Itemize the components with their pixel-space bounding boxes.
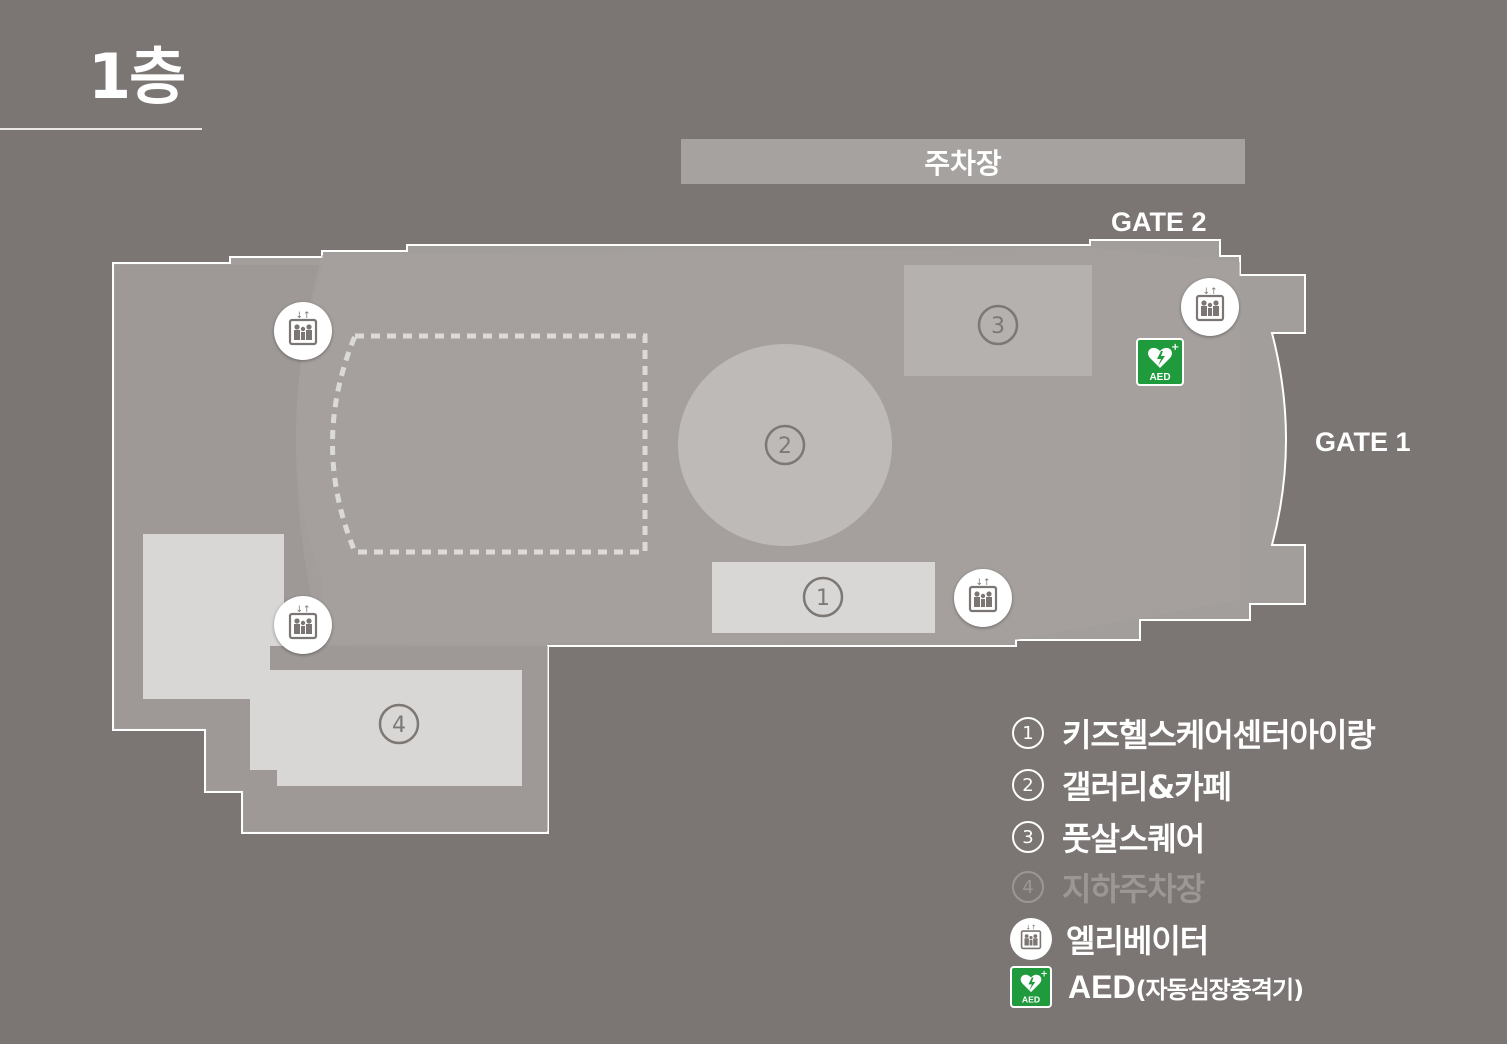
aed-icon: + AED <box>1010 966 1052 1008</box>
legend-number: 2 <box>1012 769 1044 801</box>
elevator-icon[interactable]: ↓↑ <box>954 569 1012 627</box>
zone-1-number: 1 <box>816 586 830 611</box>
aed-icon-text: AED <box>1149 372 1170 383</box>
svg-text:↓↑: ↓↑ <box>1026 924 1037 932</box>
legend-item[interactable]: 4 지하주차장 <box>1012 864 1205 910</box>
parking-label: 주차장 <box>924 146 1002 180</box>
zone-1-kids-health[interactable]: 1 <box>712 562 935 633</box>
aed-icon[interactable]: + AED <box>1136 338 1184 386</box>
gate-2-label: GATE 2 <box>1111 207 1207 237</box>
aed-icon-text: AED <box>1022 995 1040 1005</box>
svg-text:↓↑: ↓↑ <box>295 311 310 321</box>
legend-elevator-label: 엘리베이터 <box>1066 922 1209 960</box>
legend-label: 갤러리&카페 <box>1062 768 1232 806</box>
legend-number: 1 <box>1012 717 1044 749</box>
legend-item[interactable]: 1 키즈헬스케어센터아이랑 <box>1012 710 1376 756</box>
svg-text:↓↑: ↓↑ <box>975 578 990 588</box>
legend-aed-item: + AED AED (자동심장충격기) <box>1010 966 1304 1008</box>
svg-text:↓↑: ↓↑ <box>295 605 310 615</box>
elevator-icon[interactable]: ↓↑ <box>274 596 332 654</box>
legend-elevator-item: ↓↑ 엘리베이터 <box>1010 916 1209 962</box>
title-divider <box>0 128 202 130</box>
legend-label: 풋살스퀘어 <box>1062 820 1205 858</box>
parking-area[interactable]: 주차장 <box>681 139 1245 184</box>
zone-2-number: 2 <box>778 434 792 459</box>
zone-3-futsal-square[interactable]: 3 <box>904 265 1092 376</box>
legend-number: 3 <box>1012 821 1044 853</box>
legend-number: 4 <box>1012 871 1044 903</box>
zone-2-gallery-cafe[interactable]: 2 <box>678 344 892 546</box>
zone-3-number: 3 <box>991 314 1005 339</box>
zone-4-number: 4 <box>392 713 406 738</box>
legend-item[interactable]: 3 풋살스퀘어 <box>1012 814 1205 860</box>
legend-item[interactable]: 2 갤러리&카페 <box>1012 762 1232 808</box>
legend-aed-label: AED <box>1068 968 1136 1005</box>
svg-text:+: + <box>1041 970 1048 980</box>
floor-title: 1층 <box>88 40 186 113</box>
svg-text:+: + <box>1171 342 1179 353</box>
elevator-icon: ↓↑ <box>1010 918 1052 960</box>
legend-aed-sub-label: (자동심장충격기) <box>1135 975 1304 1004</box>
legend-label: 키즈헬스케어센터아이랑 <box>1062 716 1376 754</box>
zone-4-underground-parking[interactable]: 4 <box>143 534 522 786</box>
elevator-icon[interactable]: ↓↑ <box>1181 278 1239 336</box>
svg-text:↓↑: ↓↑ <box>1202 287 1217 297</box>
elevator-icon[interactable]: ↓↑ <box>274 302 332 360</box>
event-stage-area[interactable] <box>330 333 648 555</box>
gate-1-label: GATE 1 <box>1315 427 1411 457</box>
legend-label: 지하주차장 <box>1062 870 1205 908</box>
